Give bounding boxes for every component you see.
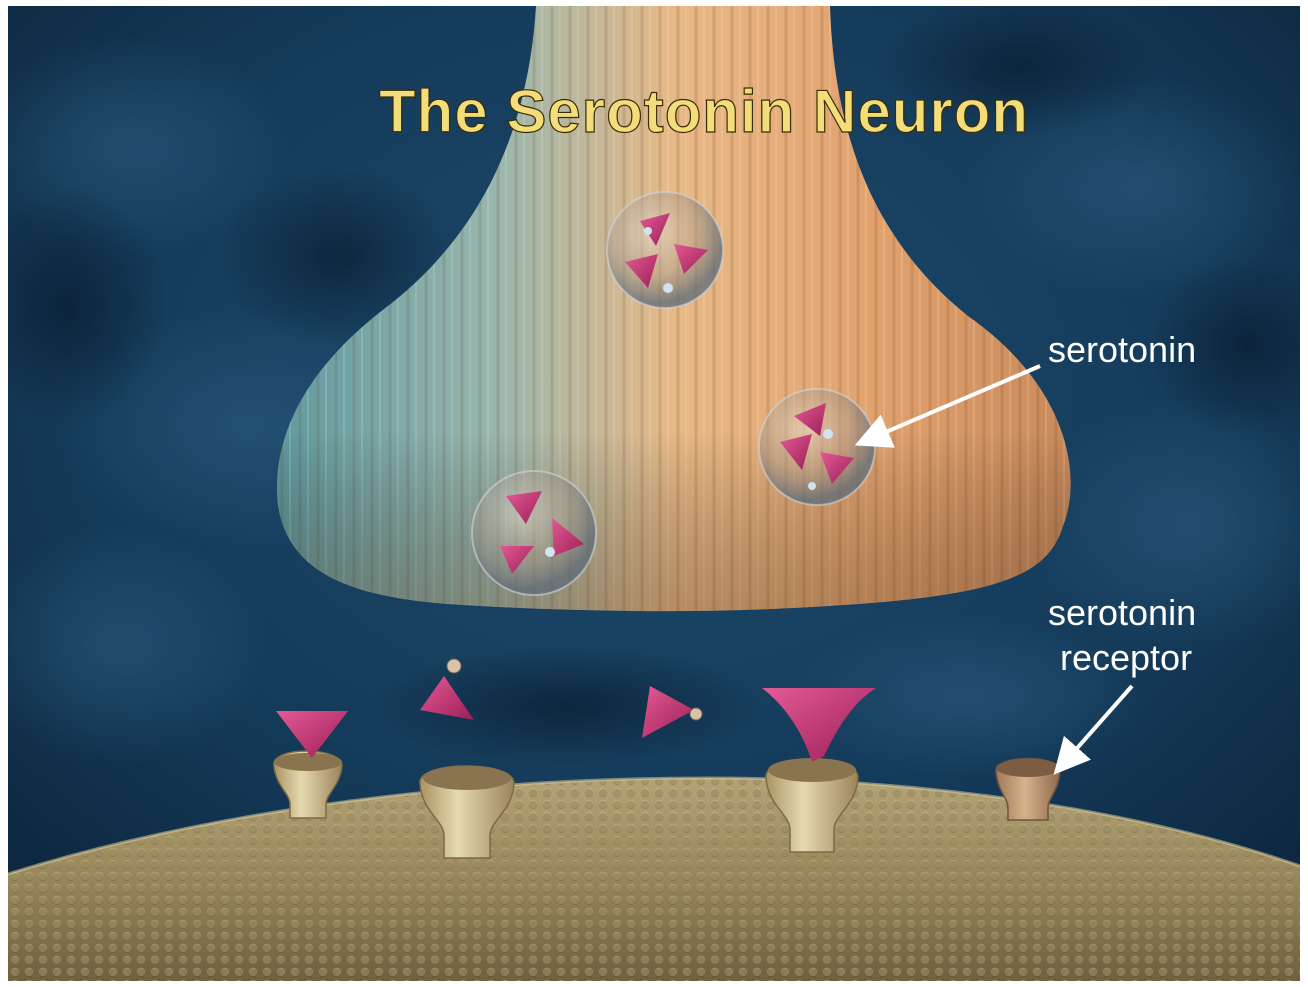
illustration-frame: The Serotonin Neuron serotonin serotonin… [8,6,1300,981]
page-title: The Serotonin Neuron [379,78,1029,145]
serotonin-label: serotonin [1048,329,1196,370]
vesicle-top [607,192,723,308]
serotonin-neuron-illustration: The Serotonin Neuron serotonin serotonin… [8,6,1300,981]
receptor-label-line1: serotonin [1048,592,1196,633]
vesicle-right [759,389,875,505]
vesicle-bottom [472,471,596,595]
receptor-label-line2: receptor [1060,637,1192,678]
